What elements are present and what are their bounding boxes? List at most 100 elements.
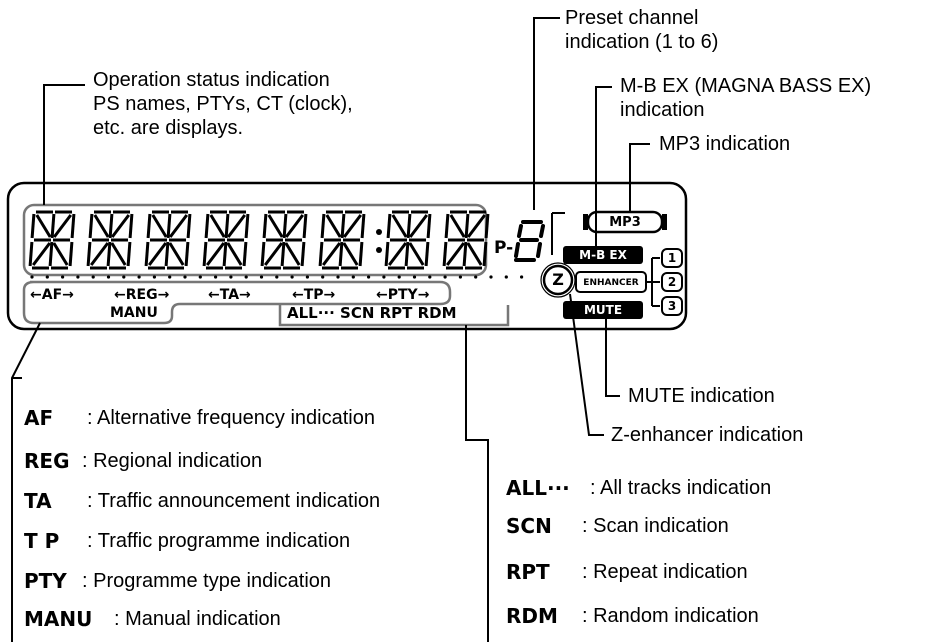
indicator-dot (520, 275, 524, 279)
mp3-label: MP3 indication (659, 133, 791, 155)
level-3-box (661, 296, 683, 316)
level-1: 1 (667, 251, 677, 265)
callout-z-enhancer (569, 293, 604, 436)
callout-operation-status (43, 84, 85, 205)
segment-char-1 (28, 210, 76, 270)
indicator-dot (443, 275, 447, 279)
indicator-dot (122, 275, 126, 279)
indicator-dot (336, 275, 340, 279)
mute-badge: MUTE (583, 303, 623, 317)
indicator-dot (61, 275, 65, 279)
indicator-dot (183, 275, 187, 279)
indicator-dot (412, 275, 417, 279)
indicator-dot (489, 275, 493, 279)
preset-channel-line-2: indication (1 to 6) (565, 31, 719, 53)
enhancer-badge: ENHANCER (583, 278, 639, 288)
z-badge: Z (552, 270, 564, 289)
indicator-dot (259, 275, 264, 279)
mp3-badge: MP3 (609, 215, 641, 230)
level-2-box (661, 272, 683, 292)
indicator-dot (458, 275, 462, 279)
level-1-box (661, 248, 683, 268)
level-bracket (646, 257, 660, 307)
indicator-dot (275, 275, 279, 279)
legend-right-item: RPT: Repeat indication (506, 560, 748, 584)
preset-prefix: P- (494, 238, 514, 258)
level-2: 2 (667, 275, 677, 289)
indicator-dot (382, 275, 386, 279)
indicator-dot (198, 275, 202, 279)
segment-char-8 (442, 210, 490, 270)
indicator-dot (351, 275, 355, 279)
indicator-dot (214, 275, 218, 279)
mbex-line-2: indication (620, 99, 705, 121)
indicator-dot (305, 275, 309, 279)
play-mode-indicators: ALL··· SCN RPT RDM (287, 304, 457, 322)
display-panel-outline (6, 181, 688, 331)
segment-char-3 (144, 210, 192, 270)
mbex-line-1: M-B EX (MAGNA BASS EX) (620, 75, 872, 97)
mode-labels-frame (22, 280, 452, 325)
indicator-dot (321, 275, 325, 279)
operation-status-line-3: etc. are displays. (93, 117, 244, 139)
segment-characters (28, 210, 490, 270)
indicator-dot (76, 275, 80, 279)
preset-digit-frame (551, 212, 565, 255)
indicator-dot (244, 275, 248, 279)
indicator-dot (168, 275, 172, 279)
indicator-dot (367, 275, 371, 279)
legend-left-item: TA: Traffic announcement indication (24, 489, 381, 513)
manu-indicator: MANU (110, 305, 158, 321)
indicator-dot (152, 275, 156, 279)
character-area-frame (22, 203, 488, 277)
play-mode-frame (278, 305, 510, 327)
legend-left-item: AF: Alternative frequency indication (24, 406, 375, 430)
indicator-dot (106, 275, 111, 279)
callout-right-legend (465, 325, 489, 642)
indicator-dot (290, 275, 294, 279)
legend-right-item: RDM: Random indication (506, 604, 759, 628)
z-enhancer-label: Z-enhancer indication (611, 424, 804, 446)
mbex-badge: M-B EX (579, 248, 627, 262)
preset-channel-line-1: Preset channel (565, 7, 699, 29)
callout-mp3 (629, 143, 650, 212)
preset-channel-label: Preset channel indication (1 to 6) (565, 6, 718, 54)
mute-badge-shape (563, 301, 643, 319)
colon-dot-bottom (376, 247, 382, 253)
mbex-label: M-B EX (MAGNA BASS EX) indication (620, 74, 871, 122)
indicator-dot (397, 275, 401, 279)
level-3: 3 (667, 299, 677, 313)
ta-indicator: ←TA→ (208, 287, 251, 303)
indicator-dot (30, 275, 34, 279)
callout-left-legend (11, 322, 41, 642)
indicator-dot (504, 275, 508, 279)
indicator-dot (428, 275, 432, 279)
indicator-dot (229, 275, 233, 279)
pty-indicator: ←PTY→ (376, 287, 430, 303)
callout-preset-channel (533, 17, 560, 210)
colon-dot-top (376, 229, 382, 235)
z-circle (542, 264, 574, 296)
legend-left-item: REG: Regional indication (24, 449, 263, 473)
legend-right-item: SCN: Scan indication (506, 514, 729, 538)
indicator-dot (137, 275, 141, 279)
tp-indicator: ←TP→ (292, 287, 336, 303)
preset-digit (514, 220, 545, 262)
mute-label: MUTE indication (628, 385, 775, 407)
segment-char-4 (202, 210, 250, 270)
callout-mute (605, 319, 620, 397)
operation-status-line-2: PS names, PTYs, CT (clock), (93, 93, 353, 115)
indicator-dot (91, 275, 95, 279)
legend-right-item: ALL···: All tracks indication (506, 476, 772, 500)
callout-mbex (595, 86, 612, 246)
segment-char-2 (86, 210, 134, 270)
segment-char-6 (318, 210, 366, 270)
operation-status-label: Operation status indication PS names, PT… (93, 68, 353, 140)
segment-char-7 (384, 210, 432, 270)
legend-left-item: T P: Traffic programme indication (24, 529, 351, 553)
mbex-badge-shape (563, 246, 643, 264)
legend-left-item: PTY: Programme type indication (24, 569, 332, 593)
operation-status-line-1: Operation status indication (93, 69, 330, 91)
reg-indicator: ←REG→ (114, 287, 170, 303)
